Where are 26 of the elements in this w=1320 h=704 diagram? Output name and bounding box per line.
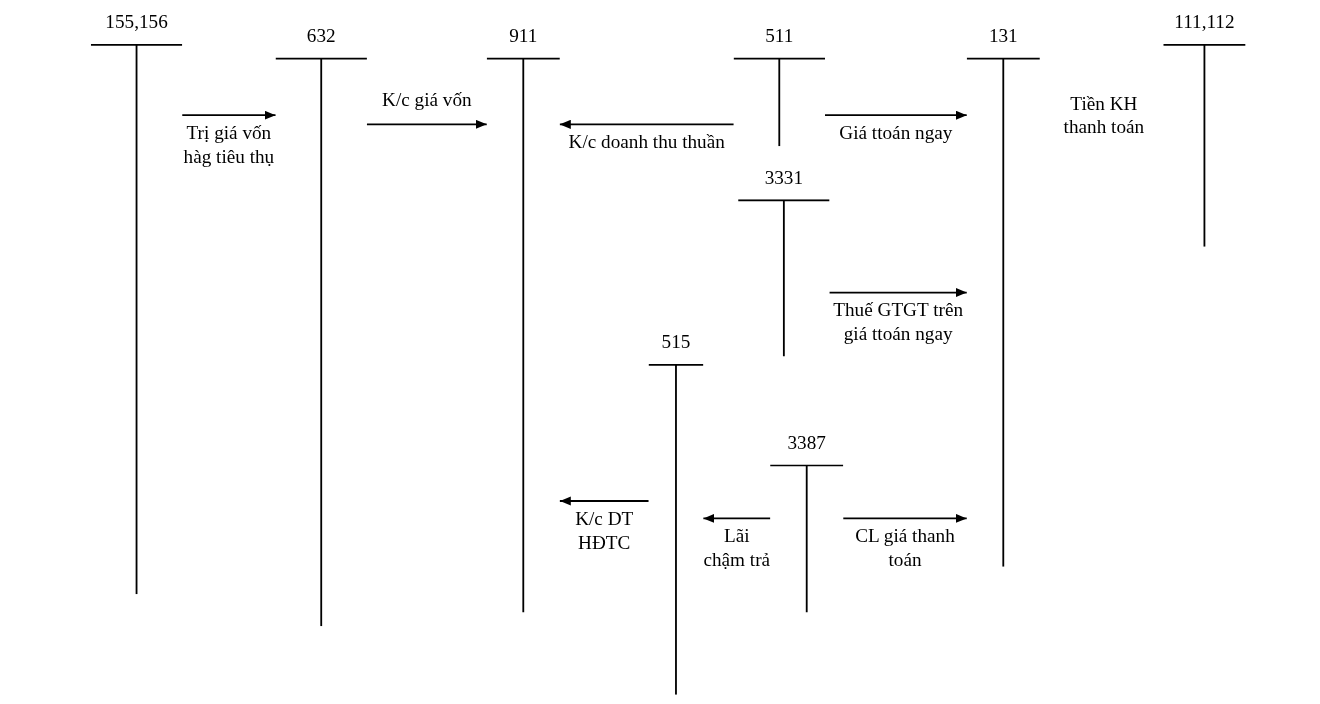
account-number: 515 xyxy=(660,329,691,355)
account-number: 911 xyxy=(507,23,538,49)
arrow xyxy=(180,110,276,120)
arrow xyxy=(365,119,488,129)
arrow xyxy=(828,288,968,298)
note-text: Tiền KH thanh toán xyxy=(1062,91,1145,139)
edge-label: Lãi chậm trả xyxy=(702,523,770,572)
arrow xyxy=(823,110,968,120)
arrow xyxy=(702,513,771,523)
edge-label: Thuế GTGT trên giá ttoán ngay xyxy=(831,298,964,346)
edge-label: K/c giá vốn xyxy=(380,87,473,112)
account-number: 155,156 xyxy=(103,9,169,35)
edge-label: Giá ttoán ngay xyxy=(837,120,953,145)
account-number: 3331 xyxy=(763,165,804,191)
account-number: 131 xyxy=(987,23,1019,49)
edge-label: Trị giá vốn hàg tiêu thụ xyxy=(182,120,275,169)
edge-label: K/c doanh thu thuần xyxy=(567,129,726,154)
account-number: 632 xyxy=(305,23,337,49)
arrow xyxy=(558,496,650,506)
edge-label: CL giá thanh toán xyxy=(853,523,956,572)
arrow xyxy=(841,513,968,523)
account-number: 3387 xyxy=(786,430,827,456)
arrow xyxy=(558,119,735,129)
account-number: 511 xyxy=(763,23,794,49)
edge-label: K/c DT HĐTC xyxy=(573,506,634,555)
account-number: 111,112 xyxy=(1172,9,1236,35)
